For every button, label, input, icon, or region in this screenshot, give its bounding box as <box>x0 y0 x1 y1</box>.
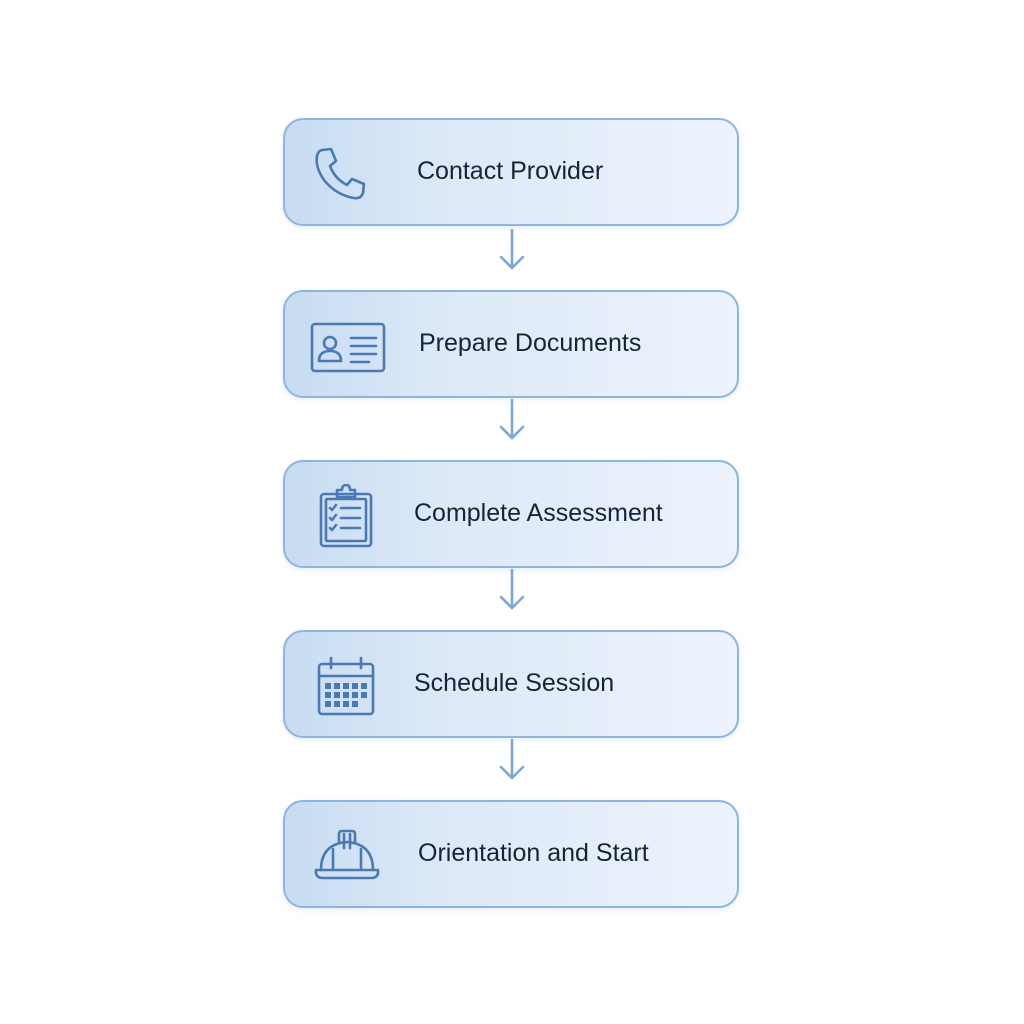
step-prepare-documents[interactable]: Prepare Documents <box>283 290 739 398</box>
step-contact-provider[interactable]: Contact Provider <box>283 118 739 226</box>
step-label: Schedule Session <box>414 669 615 697</box>
step-complete-assessment[interactable]: Complete Assessment <box>283 460 739 568</box>
step-label: Complete Assessment <box>414 499 663 527</box>
connector-arrow <box>497 228 527 272</box>
connector-arrow <box>497 738 527 782</box>
id-card-icon <box>309 314 387 378</box>
step-label: Prepare Documents <box>419 329 642 357</box>
phone-icon <box>309 142 373 206</box>
connector-arrow <box>497 398 527 442</box>
step-orientation-and-start[interactable]: Orientation and Start <box>283 800 739 908</box>
step-label: Contact Provider <box>417 157 604 185</box>
connector-arrow <box>497 568 527 612</box>
step-schedule-session[interactable]: Schedule Session <box>283 630 739 738</box>
calendar-icon <box>313 654 377 718</box>
step-label: Orientation and Start <box>418 839 649 867</box>
hard-hat-icon <box>313 826 380 890</box>
clipboard-checklist-icon <box>313 484 377 548</box>
